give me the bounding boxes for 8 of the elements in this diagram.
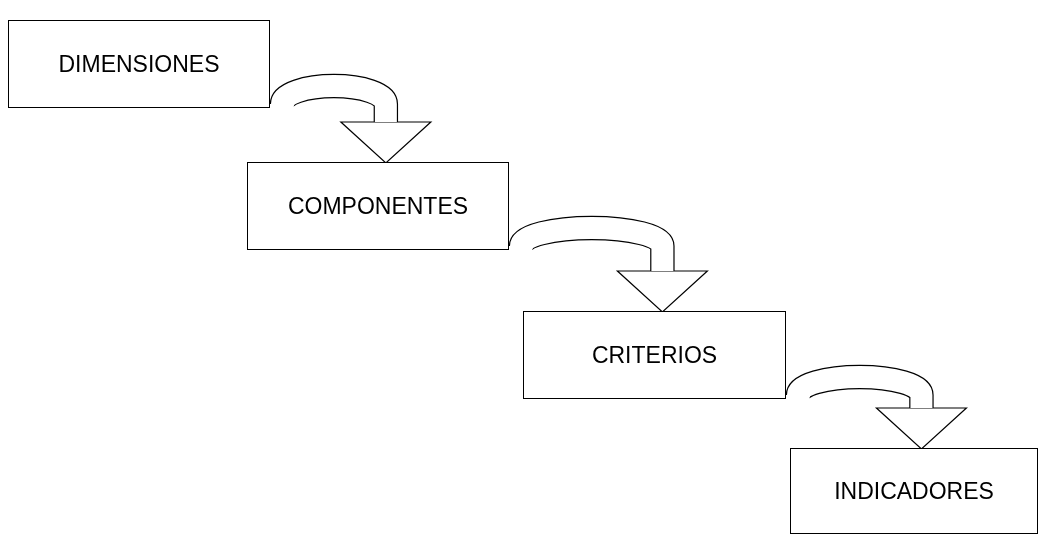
box-label: COMPONENTES xyxy=(287,191,469,221)
process-box xyxy=(8,20,270,108)
box-label: INDICADORES xyxy=(834,476,994,506)
process-box xyxy=(790,448,1038,534)
process-box xyxy=(523,311,786,399)
process-box xyxy=(247,162,509,250)
box-label: DIMENSIONES xyxy=(58,49,220,79)
box-label: CRITERIOS xyxy=(591,340,718,370)
